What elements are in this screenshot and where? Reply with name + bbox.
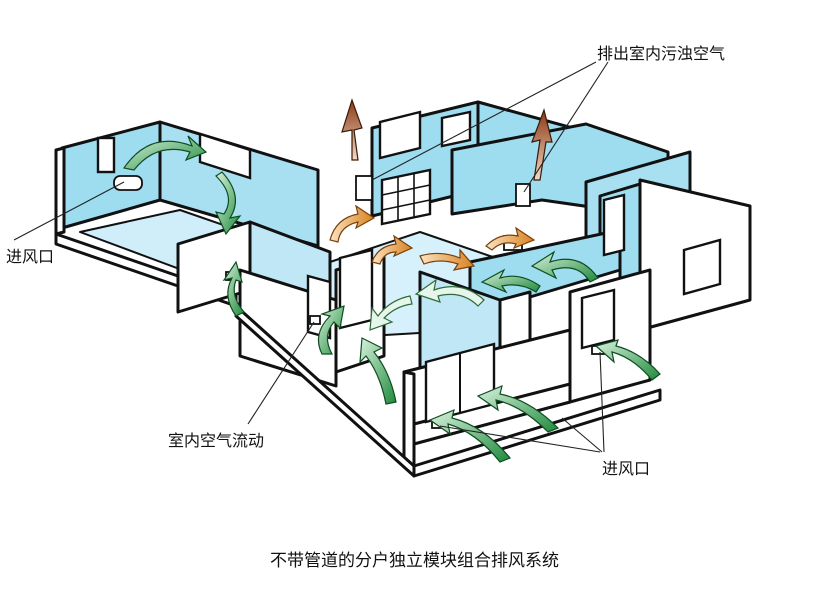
airflow-arrow-front-2 xyxy=(476,384,560,433)
wall-front-end xyxy=(402,370,416,468)
callout-exhaust-2 xyxy=(523,61,609,193)
window-top-2 xyxy=(440,110,472,148)
wall-left-end xyxy=(54,146,66,236)
label-inlet-left: 进风口 xyxy=(6,247,54,266)
window-front-2 xyxy=(580,288,616,350)
window-grid-lines xyxy=(381,173,431,221)
exhaust-arrow-2 xyxy=(531,107,553,181)
airflow-arrow-light-2 xyxy=(414,278,485,307)
airflow-arrow-front-1 xyxy=(428,408,511,463)
vent-exhaust-1 xyxy=(355,175,373,201)
window-far-right xyxy=(682,238,722,296)
vent-units xyxy=(113,175,605,429)
window-top-1 xyxy=(378,110,422,160)
vent-exhaust-2 xyxy=(515,183,531,207)
callout-exhaust-1 xyxy=(371,61,597,181)
exhaust-arrow-1 xyxy=(341,98,363,161)
vent-left xyxy=(113,175,143,191)
airflow-arrow-left-down xyxy=(214,171,242,236)
door-panel xyxy=(338,248,374,330)
callout-inlet-right-3 xyxy=(599,351,605,453)
airflow-arrow-center-2 xyxy=(359,337,397,405)
internal-arrow-2 xyxy=(371,234,414,265)
label-exhaust: 排出室内污浊空气 xyxy=(597,44,725,63)
windows xyxy=(96,110,722,424)
door-right xyxy=(602,193,626,257)
callout-inlet-right-1 xyxy=(439,425,601,453)
airflow-arrow-partition xyxy=(222,260,245,317)
airflow-arrow-light-1 xyxy=(369,295,413,331)
airflow-arrow-right xyxy=(594,339,661,381)
internal-arrow-1 xyxy=(329,204,376,243)
airflow-arrow-left-top xyxy=(122,135,208,171)
callout-inlet-right-2 xyxy=(561,417,603,453)
airflow-arrow-right-room xyxy=(530,250,599,283)
slab-right xyxy=(412,388,662,478)
fresh-air-arrows xyxy=(122,135,661,463)
internal-arrow-3 xyxy=(419,248,476,271)
airflow-arrow-center-right xyxy=(480,268,541,294)
internal-arrow-4 xyxy=(485,226,536,251)
airflow-arrow-center-1 xyxy=(317,305,345,355)
callout-lines xyxy=(13,61,609,453)
exhaust-arrows xyxy=(341,98,553,181)
callout-airflow xyxy=(247,321,315,425)
callout-inlet-left xyxy=(13,181,125,241)
window-left-1 xyxy=(96,136,116,174)
label-airflow: 室内空气流动 xyxy=(168,431,264,450)
label-inlet-right: 进风口 xyxy=(602,459,650,478)
light-airflow-arrows xyxy=(369,278,485,331)
internal-arrows xyxy=(329,204,536,271)
vent-small-2 xyxy=(309,315,321,325)
diagram-caption: 不带管道的分户独立模块组合排风系统 xyxy=(270,551,559,571)
window-grid xyxy=(380,168,432,226)
